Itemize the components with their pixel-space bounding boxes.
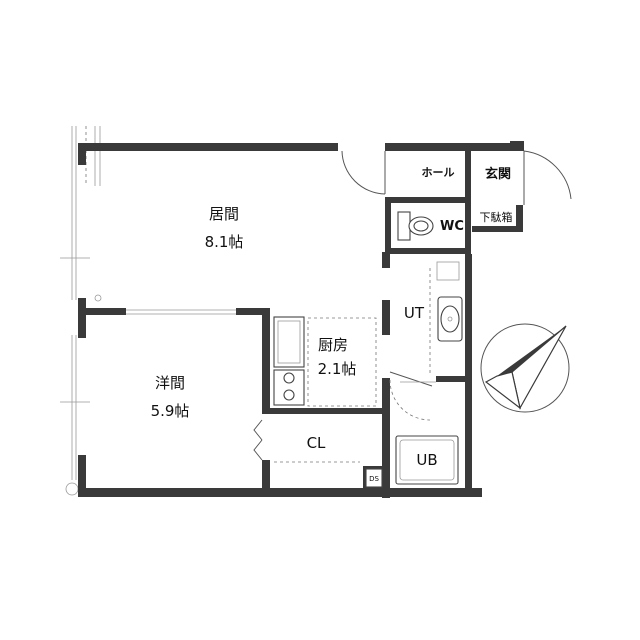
utility-label: UT [404, 304, 425, 322]
kitchen-name: 厨房 [318, 336, 348, 354]
hall-label: ホール [422, 166, 455, 179]
left-window-frames [60, 126, 102, 496]
room-labels: 居間 8.1帖 洋間 5.9帖 厨房 2.1帖 ホール 玄関 下駄箱 WC UT… [151, 166, 513, 483]
closet-label: CL [307, 434, 326, 452]
entrance-label: 玄関 [485, 166, 511, 182]
duct-label: DS [369, 475, 379, 483]
doors [126, 150, 572, 461]
living-room-size: 8.1帖 [205, 233, 244, 251]
western-room-name: 洋間 [155, 374, 185, 392]
fixtures [273, 211, 463, 488]
living-room-name: 居間 [209, 205, 239, 223]
bath-label: UB [416, 451, 437, 469]
north-arrow-icon [480, 323, 570, 413]
kitchen-size: 2.1帖 [318, 360, 357, 378]
western-room-size: 5.9帖 [151, 402, 190, 420]
shoe-box-label: 下駄箱 [480, 210, 513, 224]
wc-label: WC [440, 219, 464, 234]
walls [78, 141, 524, 498]
